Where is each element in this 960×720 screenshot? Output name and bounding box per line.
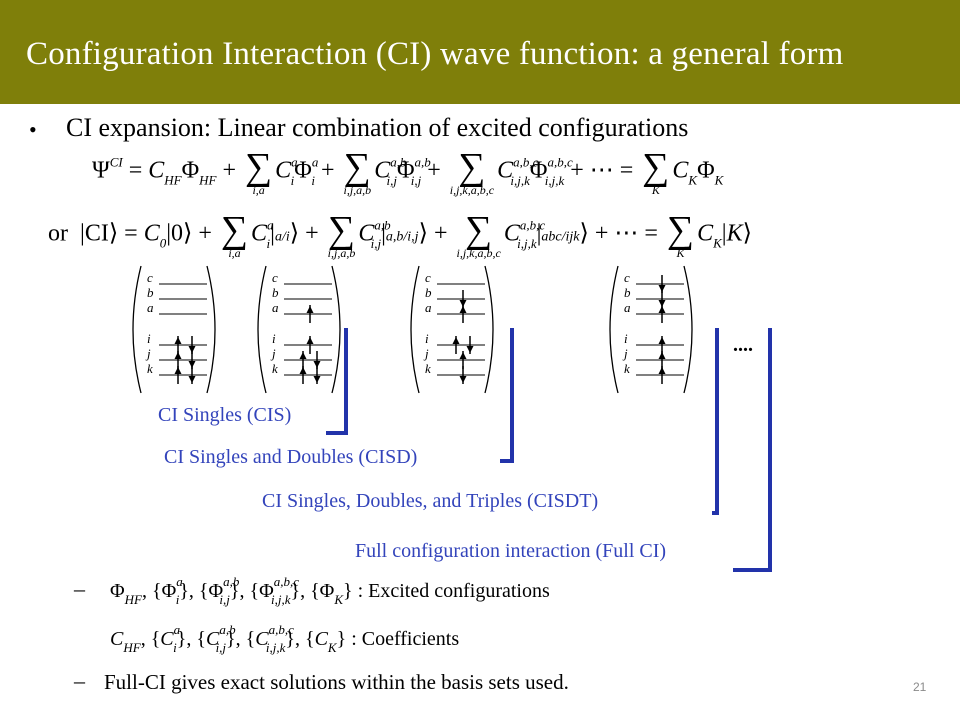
diagram-1-arrow-up <box>306 306 314 313</box>
diagram-1-label: b <box>272 285 279 300</box>
slide-title: Configuration Interaction (CI) wave func… <box>26 36 844 72</box>
diagram-1-arrow-up <box>299 352 307 359</box>
diagram-0-arrow-down <box>188 346 196 353</box>
diagram-2-arrow-down <box>459 300 467 307</box>
sum-all: ∑K <box>642 146 670 197</box>
diagram-3-arrow-up <box>658 337 666 344</box>
diagram-3-label: i <box>624 331 628 346</box>
diagram-0-label: j <box>145 346 151 361</box>
diagram-2-left-paren <box>410 265 420 394</box>
coeffs-label: : Coefficients <box>351 628 460 650</box>
bullet-text: CI expansion: Linear combination of exci… <box>66 113 689 142</box>
diagram-3-arrow-down <box>658 300 666 307</box>
diagram-2-label: b <box>425 285 432 300</box>
sum-doubles: ∑i,j,a,b <box>343 146 372 197</box>
full-ci-note: Full-CI gives exact solutions within the… <box>104 670 569 694</box>
or-label: or <box>48 220 68 247</box>
diagram-2-label: c <box>425 270 431 285</box>
diagram-3-arrow-up <box>658 367 666 374</box>
diagram-3-arrow-up <box>658 306 666 313</box>
more-configs-ellipsis: .... <box>733 334 753 356</box>
diagram-2-label: k <box>425 361 431 376</box>
diagram-2-label: a <box>425 300 432 315</box>
diagram-1-arrow-up <box>299 367 307 374</box>
diagram-3-left-paren <box>609 265 619 394</box>
diagram-1-label: a <box>272 300 279 315</box>
dash-full-ci: – <box>74 668 85 693</box>
label-cisdt: CI Singles, Doubles, and Triples (CISDT) <box>262 490 599 512</box>
diagram-1-arrow-up <box>306 337 314 344</box>
diagram-0-arrow-up <box>174 352 182 359</box>
diagram-0-arrow-up <box>174 337 182 344</box>
diagram-0-label: k <box>147 361 153 376</box>
diagram-2-label: j <box>423 346 429 361</box>
diagram-0-label: c <box>147 270 153 285</box>
diagram-3-right-paren <box>683 265 693 394</box>
configs-label: : Excited configurations <box>357 580 550 602</box>
sum-triples: ∑i,j,k,a,b,c <box>449 146 495 197</box>
diagram-1-left-paren <box>257 265 267 394</box>
diagram-3-label: a <box>624 300 631 315</box>
diagram-1-arrow-down <box>313 376 321 383</box>
diagram-3-label: j <box>622 346 628 361</box>
psi-symbol: Ψ <box>92 157 110 184</box>
ci-bracket-1 <box>500 328 514 463</box>
diagram-2-arrow-down <box>459 376 467 383</box>
diagram-0-right-paren <box>206 265 216 394</box>
diagram-2-arrow-up <box>459 352 467 359</box>
ci-bracket-0 <box>326 328 348 435</box>
sum-singles: ∑i,a <box>245 146 273 197</box>
diagram-2-arrow-up <box>459 306 467 313</box>
slide-number: 21 <box>913 680 927 694</box>
diagram-2-label: i <box>425 331 429 346</box>
diagram-0-arrow-down <box>188 376 196 383</box>
diagram-0-arrow-up <box>174 367 182 374</box>
diagram-0-label: b <box>147 285 154 300</box>
diagram-3-arrow-up <box>658 352 666 359</box>
diagram-0-label: i <box>147 331 151 346</box>
diagram-2-arrow-down <box>466 346 474 353</box>
diagram-0-label: a <box>147 300 154 315</box>
bullet-marker: • <box>29 117 37 142</box>
ci-bracket-2 <box>712 328 719 515</box>
diagram-1-label: i <box>272 331 276 346</box>
label-cisd: CI Singles and Doubles (CISD) <box>164 446 418 468</box>
diagram-3-label: b <box>624 285 631 300</box>
title-bar <box>0 0 960 104</box>
label-full-ci: Full configuration interaction (Full CI) <box>355 540 667 562</box>
diagram-0-arrow-down <box>188 361 196 368</box>
diagram-2-arrow-up <box>452 337 460 344</box>
diagram-2-right-paren <box>484 265 494 394</box>
diagram-0-left-paren <box>132 265 142 394</box>
diagram-1-label: j <box>270 346 276 361</box>
ci-bracket-3 <box>733 328 772 572</box>
diagram-3-arrow-down <box>658 285 666 292</box>
diagram-1-label: k <box>272 361 278 376</box>
coeffs-set: CHF, {Cai}, {Ca,bi,j}, {Ca,b,ci,j,k}, {C… <box>110 622 460 655</box>
diagram-1-right-paren <box>331 265 341 394</box>
diagram-1-label: c <box>272 270 278 285</box>
diagram-3-label: k <box>624 361 630 376</box>
dash-configs: – <box>74 576 85 601</box>
label-cis: CI Singles (CIS) <box>158 404 292 426</box>
diagram-1-arrow-down <box>313 361 321 368</box>
configs-set: ΦHF, {Φai}, {Φa,bi,j}, {Φa,b,ci,j,k}, {Φ… <box>110 574 550 607</box>
diagram-3-label: c <box>624 270 630 285</box>
